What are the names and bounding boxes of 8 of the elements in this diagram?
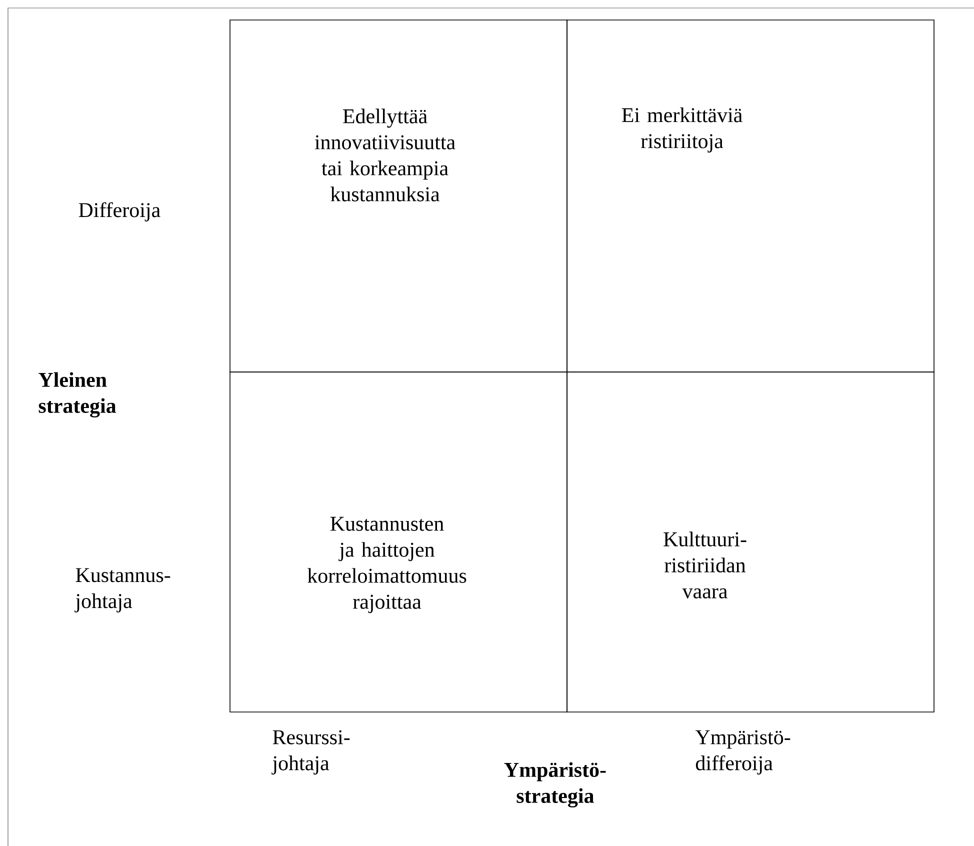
axis-label: Ympäristö- strategia	[504, 762, 606, 808]
quadrant-box: Kulttuuri- ristiriidan vaara	[566, 372, 934, 712]
quadrant-box: Edellyttää innovatiivisuutta tai korkeampia kustannuksia	[230, 20, 568, 372]
axis-label: Yleinen strategia	[38, 372, 116, 418]
axis-label: Kustannus- johtaja	[74, 568, 170, 612]
quadrant-box: Kustannusten ja haittojen korreloimattomuus rajoittaa	[230, 372, 568, 712]
axis-label: Differoija	[78, 202, 160, 222]
quadrant-box: Ei merkittäviä ristiriitoja	[566, 20, 934, 372]
